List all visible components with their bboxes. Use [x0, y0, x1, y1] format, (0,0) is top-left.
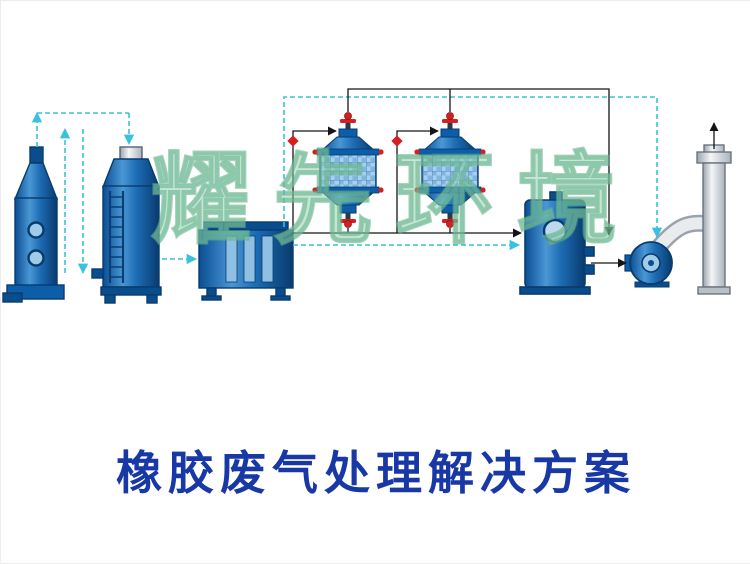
centrifugal-fan-icon: [624, 241, 673, 288]
spray-tower-icon: [2, 146, 65, 303]
activated-carbon-drum-1-icon: [311, 111, 385, 229]
exhaust-chimney-icon: [696, 144, 732, 295]
packed-scrubber-tower-icon: [91, 146, 162, 304]
fan-outlet-duct-icon: [648, 214, 718, 258]
cyan-duct-lines: [31, 96, 663, 275]
black-duct-lines: [292, 88, 719, 268]
activated-carbon-drum-2-icon: [413, 111, 487, 229]
uv-photolysis-box-icon: [198, 221, 294, 301]
settling-tank-icon: [519, 191, 595, 295]
pipe-valve-icons: [287, 135, 403, 147]
page-title: 橡胶废气处理解决方案: [116, 448, 636, 499]
